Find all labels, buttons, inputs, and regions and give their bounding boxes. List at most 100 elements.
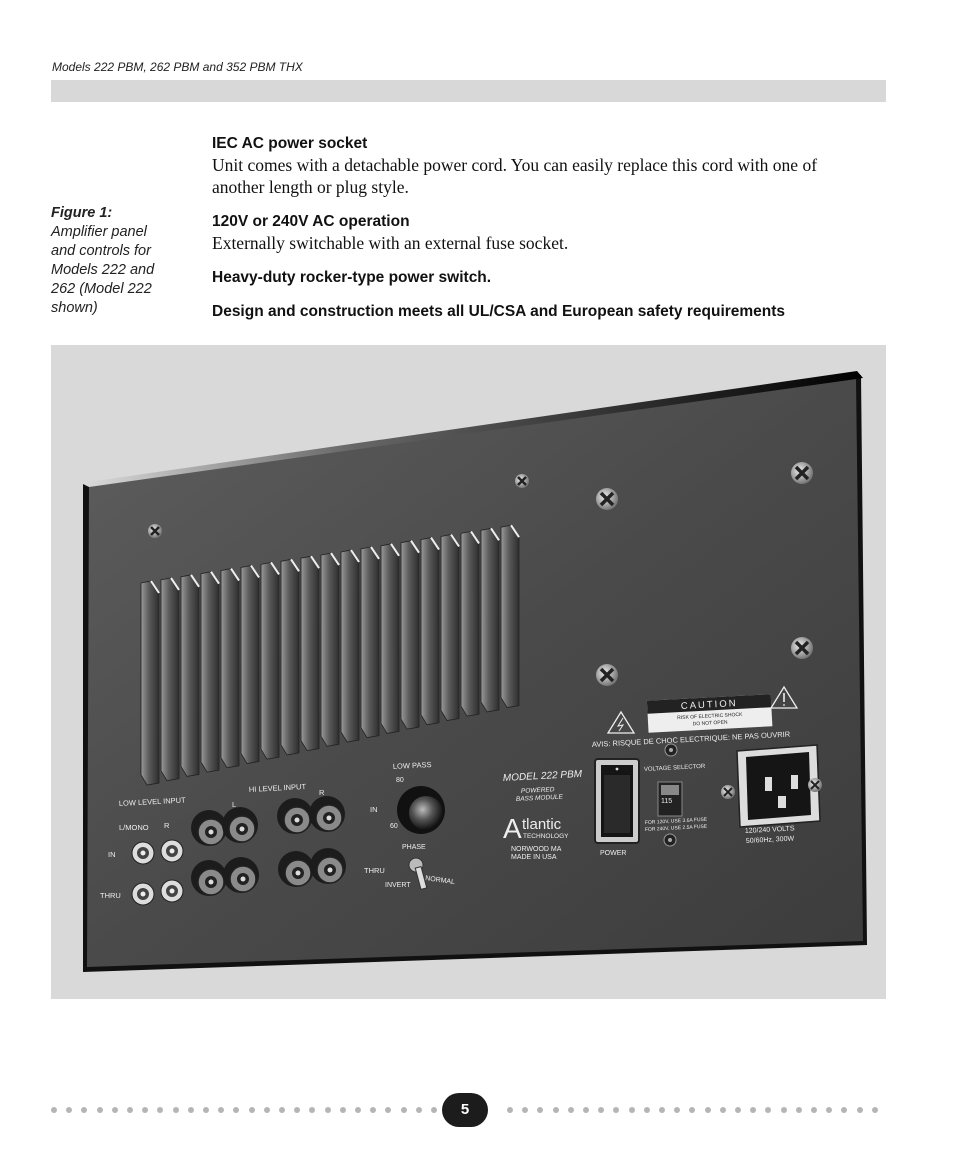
page-number: 5 <box>442 1093 488 1127</box>
feature-heading: Heavy-duty rocker-type power switch. <box>212 269 492 286</box>
in-label: IN <box>108 850 116 859</box>
logo-letter: A <box>503 813 522 844</box>
footer-dot <box>400 1107 407 1113</box>
power-rocker-switch[interactable] <box>594 758 640 844</box>
rca-jack-right-in[interactable] <box>160 839 184 863</box>
footer-dot-rule <box>51 1104 886 1116</box>
atlantic-logo: A tlantic TECHNOLOGY <box>503 813 569 844</box>
heatsink-fin <box>160 577 180 782</box>
heatsink-fin <box>400 540 420 730</box>
l-mono-label: L/MONO <box>119 823 149 832</box>
footer-dot <box>66 1107 73 1113</box>
footer-dot <box>385 1107 392 1113</box>
logo-tagline: TECHNOLOGY <box>523 833 569 840</box>
phase-label: PHASE <box>402 844 426 851</box>
footer-dot <box>826 1107 833 1113</box>
footer-dot <box>187 1107 194 1113</box>
feature-item: Design and construction meets all UL/CSA… <box>212 301 872 322</box>
binding-post-terminal[interactable] <box>222 807 258 843</box>
footer-dot <box>309 1107 316 1113</box>
feature-list: IEC AC power socket Unit comes with a de… <box>212 133 872 335</box>
heatsink-fin <box>320 552 340 747</box>
screw-icon <box>148 524 162 538</box>
feature-item: IEC AC power socket Unit comes with a de… <box>212 133 872 198</box>
hi-r-label: R <box>319 788 325 797</box>
heatsink-fin <box>300 555 320 752</box>
hi-in-label: IN <box>370 805 378 814</box>
footer-dot <box>218 1107 225 1113</box>
heatsink-fin <box>500 524 520 709</box>
binding-post-terminal[interactable] <box>309 796 345 832</box>
feature-body: Unit comes with a detachable power cord.… <box>212 155 818 197</box>
made-in-label: MADE IN USA <box>511 854 557 861</box>
risk-line-2: DO NOT OPEN <box>693 720 729 728</box>
footer-dot <box>567 1107 574 1113</box>
low-pass-label: LOW PASS <box>393 760 432 771</box>
low-level-input-label: LOW LEVEL INPUT <box>119 795 187 808</box>
footer-dot <box>750 1107 757 1113</box>
footer-dot <box>719 1107 726 1113</box>
screw-icon <box>791 462 813 484</box>
heatsink-fin <box>340 549 360 743</box>
feature-item: Heavy-duty rocker-type power switch. <box>212 267 872 288</box>
footer-dot <box>157 1107 164 1113</box>
fuse-holder-bottom[interactable] <box>663 833 677 847</box>
rca-jack-right-thru[interactable] <box>160 879 184 903</box>
low-pass-60-label: 60 <box>390 823 398 830</box>
binding-post-terminal[interactable] <box>310 848 346 884</box>
heatsink-fin <box>420 537 440 726</box>
feature-item: 120V or 240V AC operation Externally swi… <box>212 211 872 254</box>
footer-dot <box>704 1107 711 1113</box>
footer-dot <box>674 1107 681 1113</box>
thru-label: THRU <box>100 891 121 900</box>
model-label: MODEL 222 PBM <box>503 769 583 784</box>
footer-dot <box>507 1107 513 1113</box>
heatsink-fin <box>180 574 200 777</box>
footer-dot <box>142 1107 149 1113</box>
voltage-selector-label: VOLTAGE SELECTOR <box>644 764 706 773</box>
fuse-note-2: FOR 240V, USE 2.5A FUSE <box>645 824 708 833</box>
heatsink-fin <box>280 558 300 756</box>
voltage-115-label: 115 <box>661 798 672 805</box>
warning-lightning-icon <box>606 710 636 734</box>
footer-dot <box>795 1107 802 1113</box>
normal-label: NORMAL <box>425 875 456 886</box>
binding-post-terminal[interactable] <box>191 860 227 896</box>
footer-dot <box>613 1107 620 1113</box>
screw-icon <box>596 488 618 510</box>
footer-dot <box>279 1107 285 1113</box>
footer-dot <box>735 1107 741 1113</box>
footer-dot <box>294 1107 301 1113</box>
binding-post-terminal[interactable] <box>278 851 314 887</box>
fuse-holder-top[interactable] <box>664 743 678 757</box>
footer-dot <box>263 1107 270 1113</box>
footer-dot <box>659 1107 665 1113</box>
panel-top-edge <box>81 371 863 487</box>
rca-jack-left-in[interactable] <box>131 841 155 865</box>
caution-title: CAUTION <box>681 698 738 712</box>
iec-power-socket[interactable] <box>721 744 822 828</box>
feature-body: Externally switchable with an external f… <box>212 233 569 253</box>
footer-dot <box>689 1107 696 1113</box>
binding-post-terminal[interactable] <box>223 857 259 893</box>
r-label: R <box>164 821 170 830</box>
footer-dot <box>537 1107 544 1113</box>
footer-dot <box>203 1107 209 1113</box>
footer-dot <box>841 1107 848 1113</box>
footer-dot <box>431 1107 437 1113</box>
figure-caption: Figure 1: Amplifier panel and controls f… <box>51 204 171 318</box>
rca-jack-left-thru[interactable] <box>131 882 155 906</box>
risk-line-1: RISK OF ELECTRIC SHOCK <box>677 712 743 721</box>
footer-dot <box>415 1107 422 1113</box>
figure-caption-text: Amplifier panel and controls for Models … <box>51 224 155 316</box>
binding-post-terminal[interactable] <box>191 810 227 846</box>
footer-dot <box>127 1107 133 1113</box>
heatsink <box>140 524 520 786</box>
low-pass-knob[interactable] <box>397 786 445 834</box>
voltage-selector-switch[interactable] <box>657 781 683 817</box>
binding-post-terminal[interactable] <box>277 798 313 834</box>
footer-dot <box>324 1107 331 1113</box>
fuse-note-1: FOR 120V, USE 3.6A FUSE <box>645 817 708 826</box>
hi-l-label: L <box>232 800 236 809</box>
phase-toggle-switch[interactable] <box>408 857 428 891</box>
